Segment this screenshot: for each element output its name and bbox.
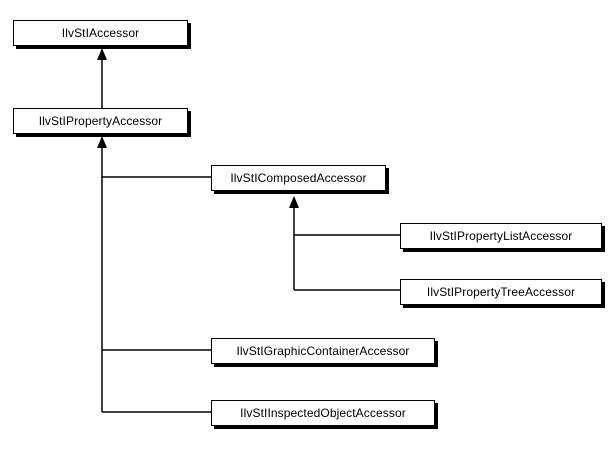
class-box-property-list-accessor: IlvStIPropertyListAccessor bbox=[400, 223, 602, 249]
class-label-property-tree-accessor: IlvStIPropertyTreeAccessor bbox=[426, 285, 576, 299]
class-label-graphic-container-accessor: IlvStIGraphicContainerAccessor bbox=[236, 344, 410, 358]
class-box-property-accessor: IlvStIPropertyAccessor bbox=[13, 108, 188, 134]
arrowhead-accessor bbox=[97, 48, 107, 60]
class-label-property-accessor: IlvStIPropertyAccessor bbox=[38, 114, 163, 128]
class-label-composed-accessor: IlvStIComposedAccessor bbox=[230, 171, 367, 185]
class-label-inspected-object-accessor: IlvStIInspectedObjectAccessor bbox=[240, 406, 406, 420]
class-label-accessor: IlvStIAccessor bbox=[61, 26, 140, 40]
arrowhead-property-accessor bbox=[97, 136, 107, 148]
class-box-accessor: IlvStIAccessor bbox=[13, 20, 188, 46]
class-box-inspected-object-accessor: IlvStIInspectedObjectAccessor bbox=[211, 400, 435, 426]
class-box-property-tree-accessor: IlvStIPropertyTreeAccessor bbox=[400, 279, 602, 305]
arrowhead-composed-accessor bbox=[289, 196, 299, 208]
class-box-composed-accessor: IlvStIComposedAccessor bbox=[211, 165, 386, 191]
class-box-graphic-container-accessor: IlvStIGraphicContainerAccessor bbox=[211, 338, 435, 364]
class-label-property-list-accessor: IlvStIPropertyListAccessor bbox=[429, 229, 573, 243]
